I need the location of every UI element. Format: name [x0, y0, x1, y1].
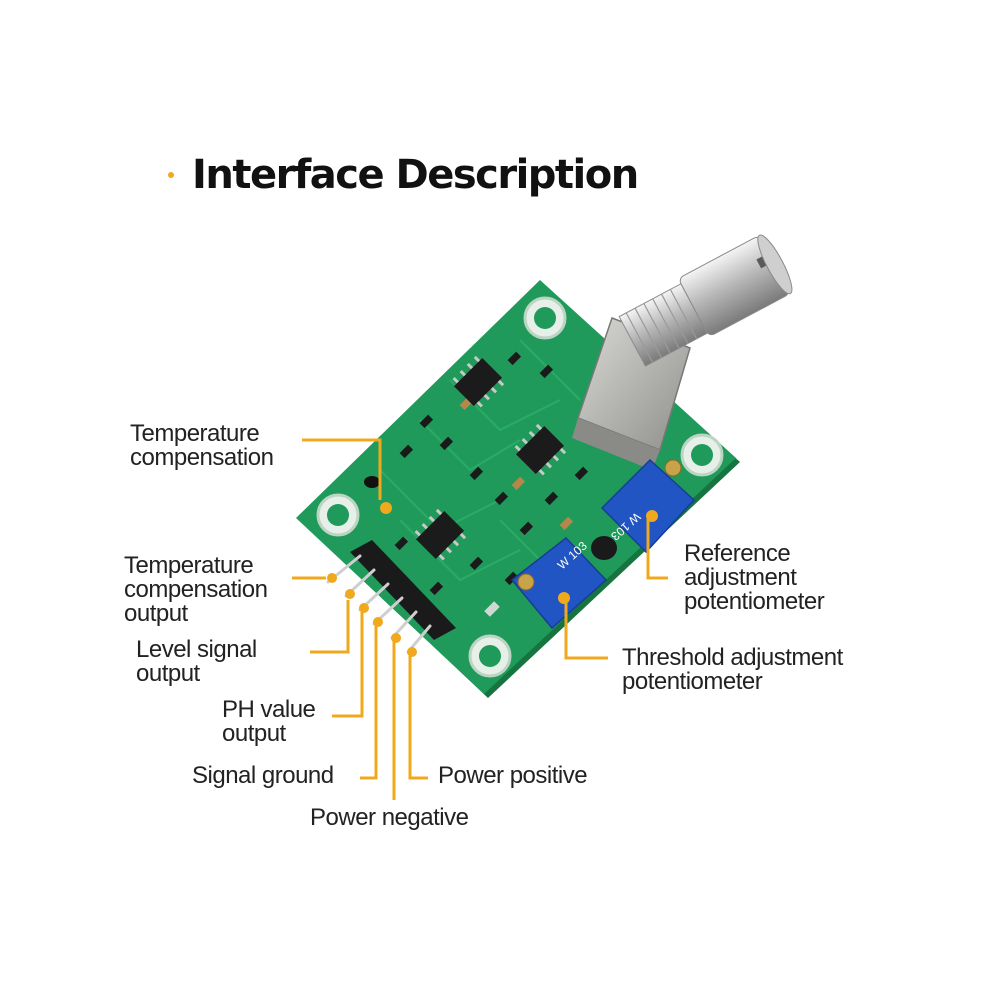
- bnc-connector: [572, 234, 793, 470]
- label-ph-value-output: PH value output: [222, 696, 316, 747]
- label-line: Temperature: [130, 420, 260, 447]
- label-line: Temperature: [124, 552, 254, 579]
- label-line: potentiometer: [622, 668, 763, 695]
- label-line: adjustment: [684, 564, 797, 591]
- label-power-positive: Power positive: [438, 762, 588, 789]
- label-temperature-compensation: Temperature compensation: [130, 420, 274, 471]
- label-power-negative: Power negative: [310, 804, 469, 831]
- label-line: Reference: [684, 540, 791, 567]
- label-line: Power positive: [438, 762, 588, 789]
- label-line: compensation: [130, 444, 274, 471]
- label-line: compensation: [124, 576, 268, 603]
- transistor: [591, 536, 617, 560]
- label-line: output: [136, 660, 200, 687]
- label-line: PH value: [222, 696, 316, 723]
- label-line: Threshold adjustment: [622, 644, 843, 671]
- label-threshold-adjustment-potentiometer: Threshold adjustment potentiometer: [622, 646, 843, 694]
- label-temperature-compensation-output: Temperature compensation output: [124, 552, 268, 627]
- label-signal-ground: Signal ground: [192, 764, 334, 788]
- mounting-holes: [316, 296, 724, 678]
- smd-components: [394, 351, 589, 617]
- label-reference-adjustment-potentiometer: Reference adjustment potentiometer: [684, 540, 825, 615]
- label-line: potentiometer: [684, 588, 825, 615]
- label-line: Level signal: [136, 636, 257, 663]
- ic-chips: [414, 355, 567, 561]
- title-row: Interface Description: [168, 152, 639, 198]
- leader-anchor-dots: [327, 502, 658, 657]
- page-title: Interface Description: [192, 152, 639, 198]
- label-line: output: [222, 720, 286, 747]
- label-line: output: [124, 600, 188, 627]
- bullet-dot-icon: [168, 172, 174, 178]
- label-level-signal-output: Level signal output: [136, 638, 257, 686]
- label-line: Signal ground: [192, 762, 334, 789]
- temperature-sensor: [364, 476, 380, 488]
- label-line: Power negative: [310, 804, 469, 831]
- leader-lines: [292, 438, 668, 800]
